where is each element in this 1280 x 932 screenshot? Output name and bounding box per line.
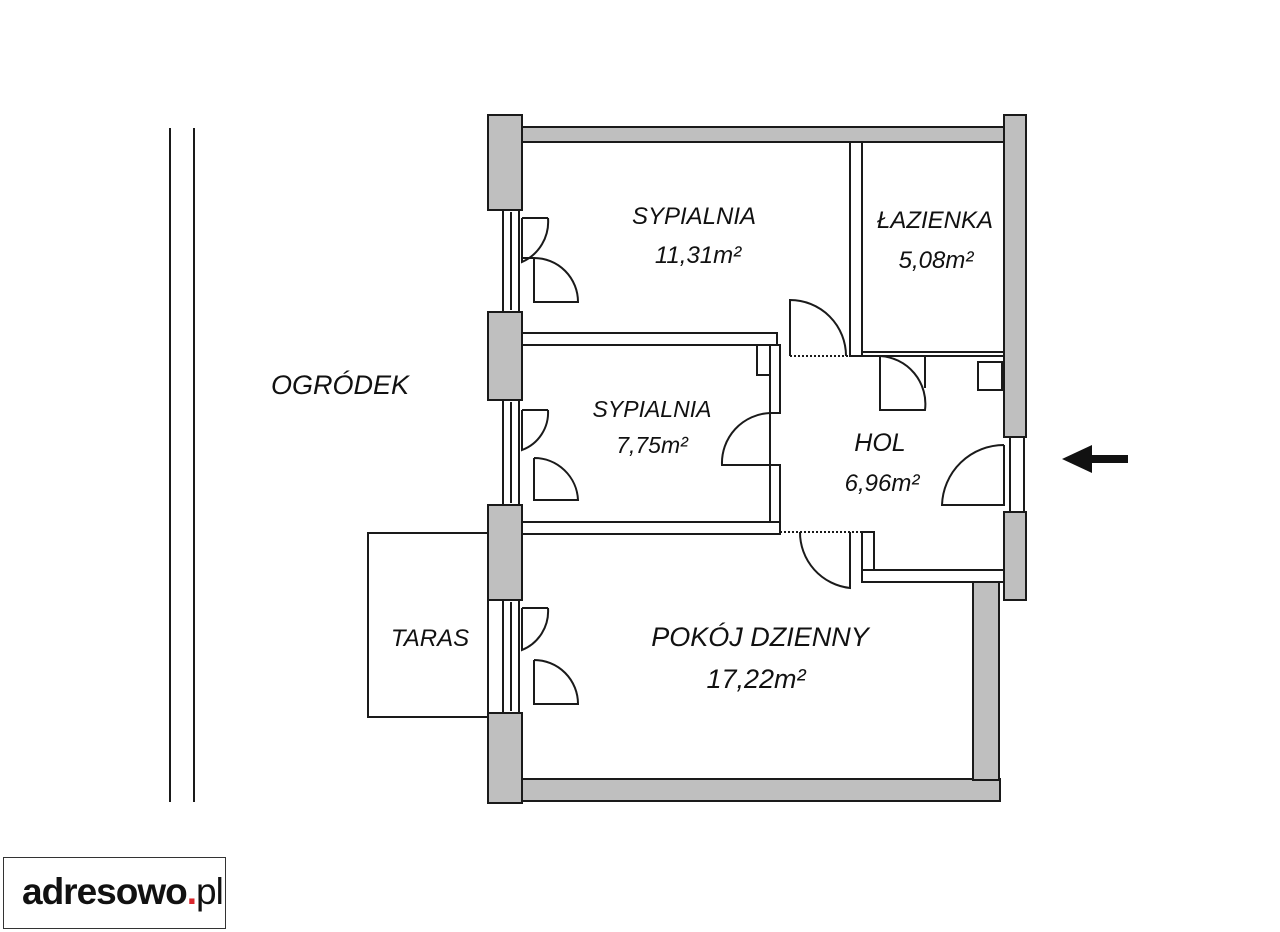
wall-living-top <box>521 521 781 535</box>
wall-bedrooms-divider <box>521 332 778 346</box>
room-label-lazienka: ŁAZIENKA <box>877 207 993 234</box>
wall-bath-bottom <box>861 351 1005 357</box>
wall-left-4 <box>487 712 523 804</box>
room-label-ogrodek: OGRÓDEK <box>271 369 410 400</box>
shaft-2 <box>977 361 1003 391</box>
room-label-sypialnia-1: SYPIALNIA <box>632 203 756 230</box>
wall-bath-left <box>849 141 863 357</box>
wall-bottom <box>521 778 1001 802</box>
wall-left-2 <box>487 311 523 401</box>
wall-right-upper <box>1003 114 1027 438</box>
wall-left-1 <box>487 114 523 211</box>
brand-logo[interactable]: adresowo.pl <box>3 857 226 929</box>
shaft-1 <box>756 344 771 376</box>
room-label-pokoj-dzienny: POKÓJ DZIENNY <box>651 621 871 652</box>
wall-hol-left-bottom <box>769 464 781 526</box>
windows <box>502 209 1025 714</box>
wall-right-lower <box>1003 511 1027 601</box>
room-label-sypialnia-2: SYPIALNIA <box>593 396 712 422</box>
wall-right-step <box>972 579 1000 781</box>
wall-hol-left-top <box>769 344 781 414</box>
terrace-outline <box>367 532 489 718</box>
wall-top <box>521 126 1005 143</box>
room-area-sypialnia-1: 11,31m² <box>655 242 742 269</box>
wall-left-3 <box>487 504 523 601</box>
logo-text: adresowo.pl <box>22 871 224 912</box>
room-area-sypialnia-2: 7,75m² <box>616 432 689 458</box>
entrance-door-frame <box>1009 436 1025 513</box>
room-area-hol: 6,96m² <box>845 470 921 497</box>
wall-hol-bottom <box>861 569 1005 583</box>
room-area-pokoj-dzienny: 17,22m² <box>706 664 806 694</box>
interior-walls <box>521 141 1005 583</box>
walls <box>487 114 1027 804</box>
room-label-hol: HOL <box>854 429 905 457</box>
room-area-lazienka: 5,08m² <box>899 247 975 274</box>
door-swings <box>521 217 1005 705</box>
room-label-taras: TARAS <box>391 625 469 652</box>
arrow-left-icon <box>1062 445 1128 473</box>
